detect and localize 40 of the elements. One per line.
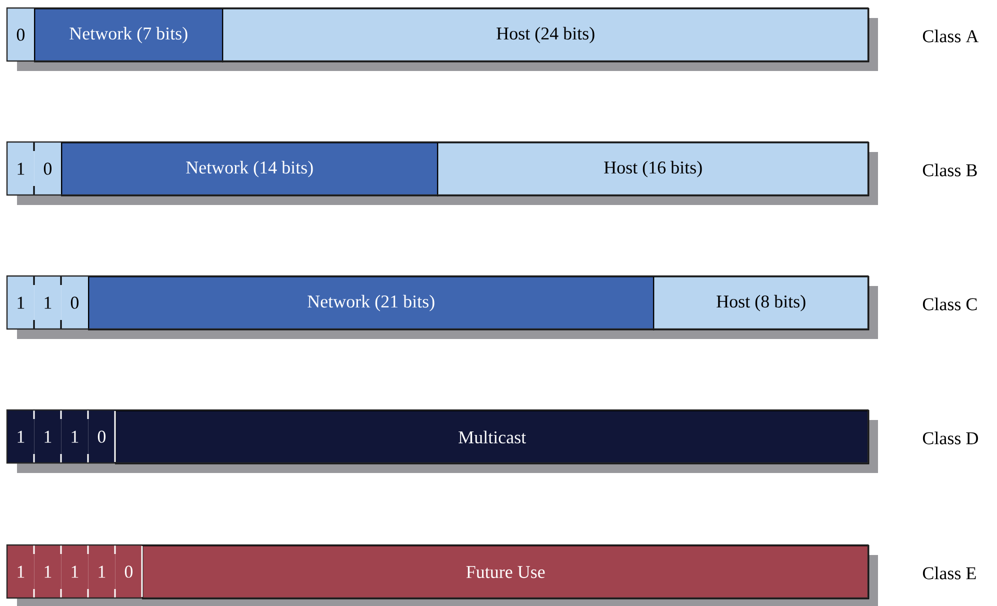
bit-cell: 1 [34,410,62,464]
node-label: 1 [44,430,52,443]
bit-cell: 0 [34,142,62,196]
node-label: 0 [70,296,79,309]
class-label: Class B [922,164,977,176]
bit-cell: 1 [88,545,116,598]
bit-cell: 1 [7,545,34,598]
bit-cell: 1 [34,545,62,598]
field-cell: Host (8 bits) [653,276,870,330]
node-label: 1 [18,296,24,309]
node-label: 1 [18,566,24,578]
node-label: 1 [72,566,78,578]
class-label: Class D [922,432,978,444]
field-cell: Host (24 bits) [222,8,870,62]
bit-cell: 0 [88,410,116,464]
node-label: 1 [18,430,24,443]
bit-cell: 1 [34,276,62,330]
bit-cell: 1 [7,142,34,196]
bit-cell: 1 [7,276,34,330]
node-label: 0 [98,430,106,443]
node-label: 1 [44,566,52,578]
class-label: Class E [922,566,976,580]
bit-cell: 0 [61,276,88,330]
node-label: 1 [72,430,78,443]
bit-cell: 1 [61,545,88,598]
node-label: 1 [98,566,106,578]
node-label: 1 [44,296,52,309]
bit-cell: 1 [61,410,88,464]
field-cell: Network (14 bits) [61,142,438,196]
class-label: Class C [922,298,977,310]
node-label: 0 [124,566,133,578]
field-cell: Network (21 bits) [88,276,654,330]
field-cell: Host (16 bits) [437,142,870,196]
field-cell: Network (7 bits) [34,8,224,62]
class-label: Class A [922,30,979,42]
bit-cell: 0 [7,8,34,62]
bit-cell: 0 [115,545,142,598]
bit-cell: 1 [7,410,34,464]
node-label: 1 [18,162,24,175]
node-label: 0 [44,162,52,175]
